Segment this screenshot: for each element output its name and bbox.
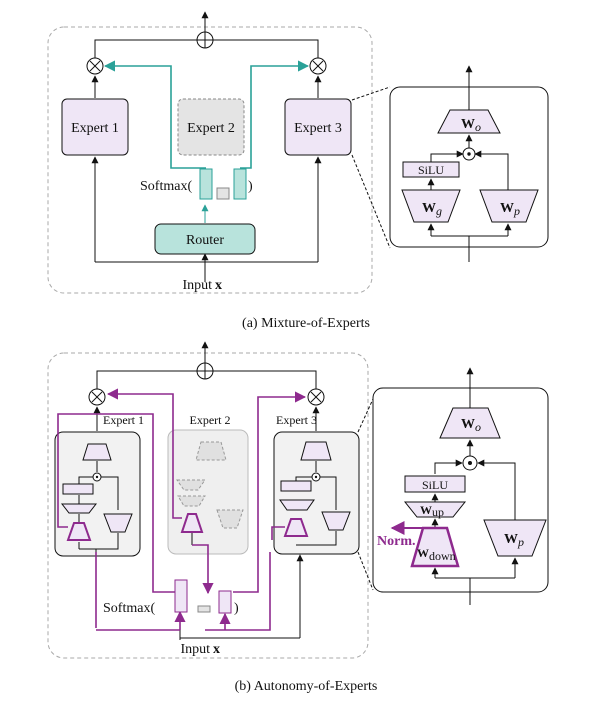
aoe-expert-1	[54, 431, 141, 557]
aoe-wdown-block	[410, 526, 460, 568]
moe-mult-node-1	[86, 57, 104, 75]
aoe-softmax-close: )	[234, 601, 239, 616]
moe-wp-block	[479, 189, 539, 223]
moe-expert-2	[177, 98, 245, 156]
aoe-wp-block	[483, 519, 547, 557]
aoe-wo-block	[439, 407, 501, 439]
aoe-wo-sub: o	[475, 420, 481, 434]
aoe-input-label: Input	[180, 642, 210, 657]
aoe-sum-node	[196, 362, 214, 380]
aoe-silu-label: SiLU	[422, 478, 448, 492]
aoe-wo-label: W	[461, 417, 475, 432]
aoe-caption: (b) Autonomy-of-Experts	[235, 679, 378, 694]
aoe-norm-label: Norm.	[377, 534, 416, 549]
moe-wp-sub: p	[513, 204, 520, 218]
moe-line-mult1-sum	[94, 39, 197, 58]
moe-leader-bottom	[351, 154, 391, 249]
aoe-mult-node-1	[88, 388, 106, 406]
moe-input-label: Input	[182, 278, 212, 293]
aoe-norm-path-3	[271, 526, 285, 540]
moe-expert-3-label: Expert 3	[294, 121, 342, 136]
aoe-leader-top	[357, 398, 374, 433]
moe-line-mult3-sum	[213, 39, 319, 58]
moe-wo-block	[437, 109, 501, 134]
moe-silu-block	[402, 161, 460, 178]
aoe-norm-path-1-in	[57, 413, 175, 593]
moe-leader-top	[351, 86, 391, 101]
aoe-wdown-sub: down	[429, 549, 456, 563]
moe-router	[154, 223, 256, 255]
aoe-norm-path-2b	[192, 544, 214, 595]
aoe-expert-2-label: Expert 2	[190, 413, 231, 427]
aoe-softmax-bar-3	[218, 590, 232, 614]
moe-softmax-close: )	[248, 179, 253, 194]
moe-gate-path-3	[240, 60, 310, 169]
aoe-wup-sub: up	[432, 505, 444, 519]
aoe-purple-bottom-right	[205, 552, 271, 631]
moe-expert-1-label: Expert 1	[71, 121, 119, 136]
moe-sum-node	[196, 31, 214, 49]
aoe-norm-path-2	[153, 393, 182, 519]
aoe-softmax-bar-1	[174, 579, 188, 613]
aoe-panel: Expert 1 Expert 2 Expert 3	[47, 341, 549, 694]
moe-dashed-frame	[47, 26, 373, 294]
moe-router-label: Router	[186, 233, 224, 248]
aoe-dashed-frame	[47, 352, 369, 659]
moe-softmax-bar-1	[199, 168, 213, 200]
aoe-leader-bottom	[357, 551, 374, 591]
aoe-expert-2	[167, 429, 249, 555]
moe-softmax-bar-2	[216, 187, 230, 200]
moe-expert-detail: W o SiLU W g W p	[389, 65, 549, 262]
aoe-wup-block	[403, 501, 467, 518]
aoe-input-var: x	[213, 642, 220, 657]
moe-softmax-label: Softmax(	[140, 179, 192, 194]
moe-wo-sub: o	[475, 120, 481, 134]
aoe-line-mult1-sum	[96, 370, 197, 389]
moe-panel: Expert 1 Expert 2 Expert 3 Router Softma…	[47, 11, 549, 331]
moe-wg-sub: g	[436, 204, 442, 218]
moe-hadamard-node	[462, 147, 476, 161]
moe-gate-path-1	[103, 60, 206, 169]
moe-wo-label: W	[461, 117, 475, 132]
moe-expert-2-label: Expert 2	[187, 121, 235, 136]
moe-caption: (a) Mixture-of-Experts	[242, 316, 370, 331]
moe-input-var: x	[215, 278, 222, 293]
moe-mult-node-3	[309, 57, 327, 75]
moe-wg-label: W	[422, 201, 436, 216]
aoe-gate-path-3	[233, 391, 307, 593]
moe-wp-label: W	[500, 201, 514, 216]
moe-expert-1	[61, 98, 129, 156]
aoe-expert-3-label: Expert 3	[276, 413, 317, 427]
aoe-wp-sub: p	[517, 535, 524, 549]
moe-expert-3	[284, 98, 352, 156]
aoe-hadamard-node	[462, 455, 478, 471]
moe-softmax-bar-3	[233, 168, 247, 200]
aoe-softmax-label: Softmax(	[103, 601, 155, 616]
aoe-expert-detail: W o SiLU W up W down Norm. W p	[372, 367, 549, 605]
aoe-wp-label: W	[504, 532, 518, 547]
aoe-silu-block	[404, 475, 466, 493]
aoe-line-mult3-sum	[213, 370, 317, 389]
aoe-wup-label: W	[420, 503, 432, 517]
aoe-wdown-label: W	[417, 546, 429, 560]
moe-wg-block	[401, 189, 461, 223]
aoe-softmax-bar-2	[197, 605, 211, 613]
aoe-mult-node-3	[307, 388, 325, 406]
aoe-expert-1-label: Expert 1	[103, 413, 144, 427]
aoe-expert-3	[273, 431, 360, 555]
moe-silu-label: SiLU	[418, 163, 444, 177]
